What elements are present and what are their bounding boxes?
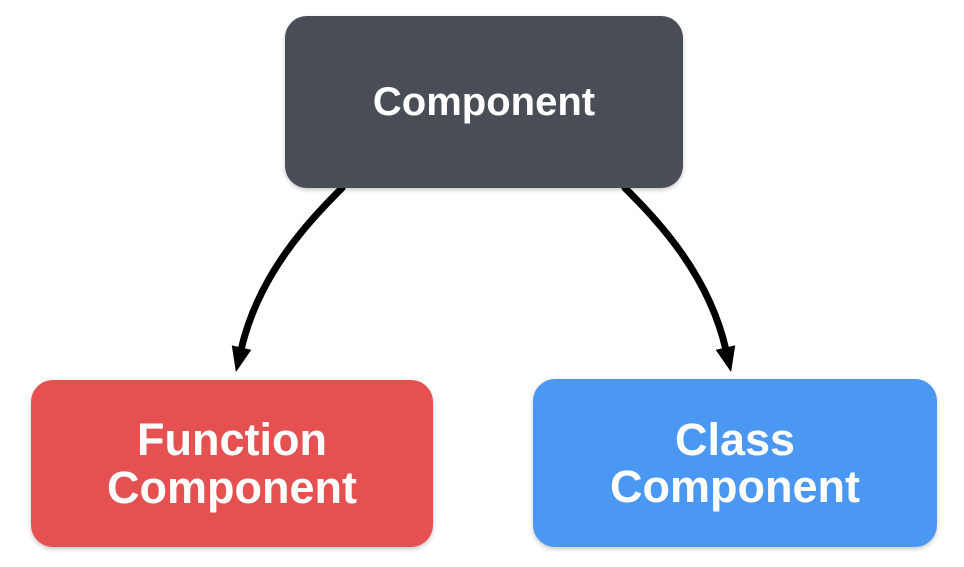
- node-function-component: Function Component: [31, 380, 433, 547]
- node-component-label: Component: [372, 80, 596, 124]
- node-component: Component: [285, 16, 683, 188]
- edge-component-to-class-arrow: [621, 184, 736, 373]
- node-function-component-label-line1: Function: [137, 414, 327, 466]
- node-class-component-label-line1: Class: [674, 413, 796, 465]
- node-class-component-label-line2: Component: [610, 461, 860, 512]
- edge-component-to-function-arrow: [231, 184, 346, 373]
- node-class-component: Class Component: [533, 379, 937, 547]
- node-function-component-label-line2: Component: [107, 461, 357, 513]
